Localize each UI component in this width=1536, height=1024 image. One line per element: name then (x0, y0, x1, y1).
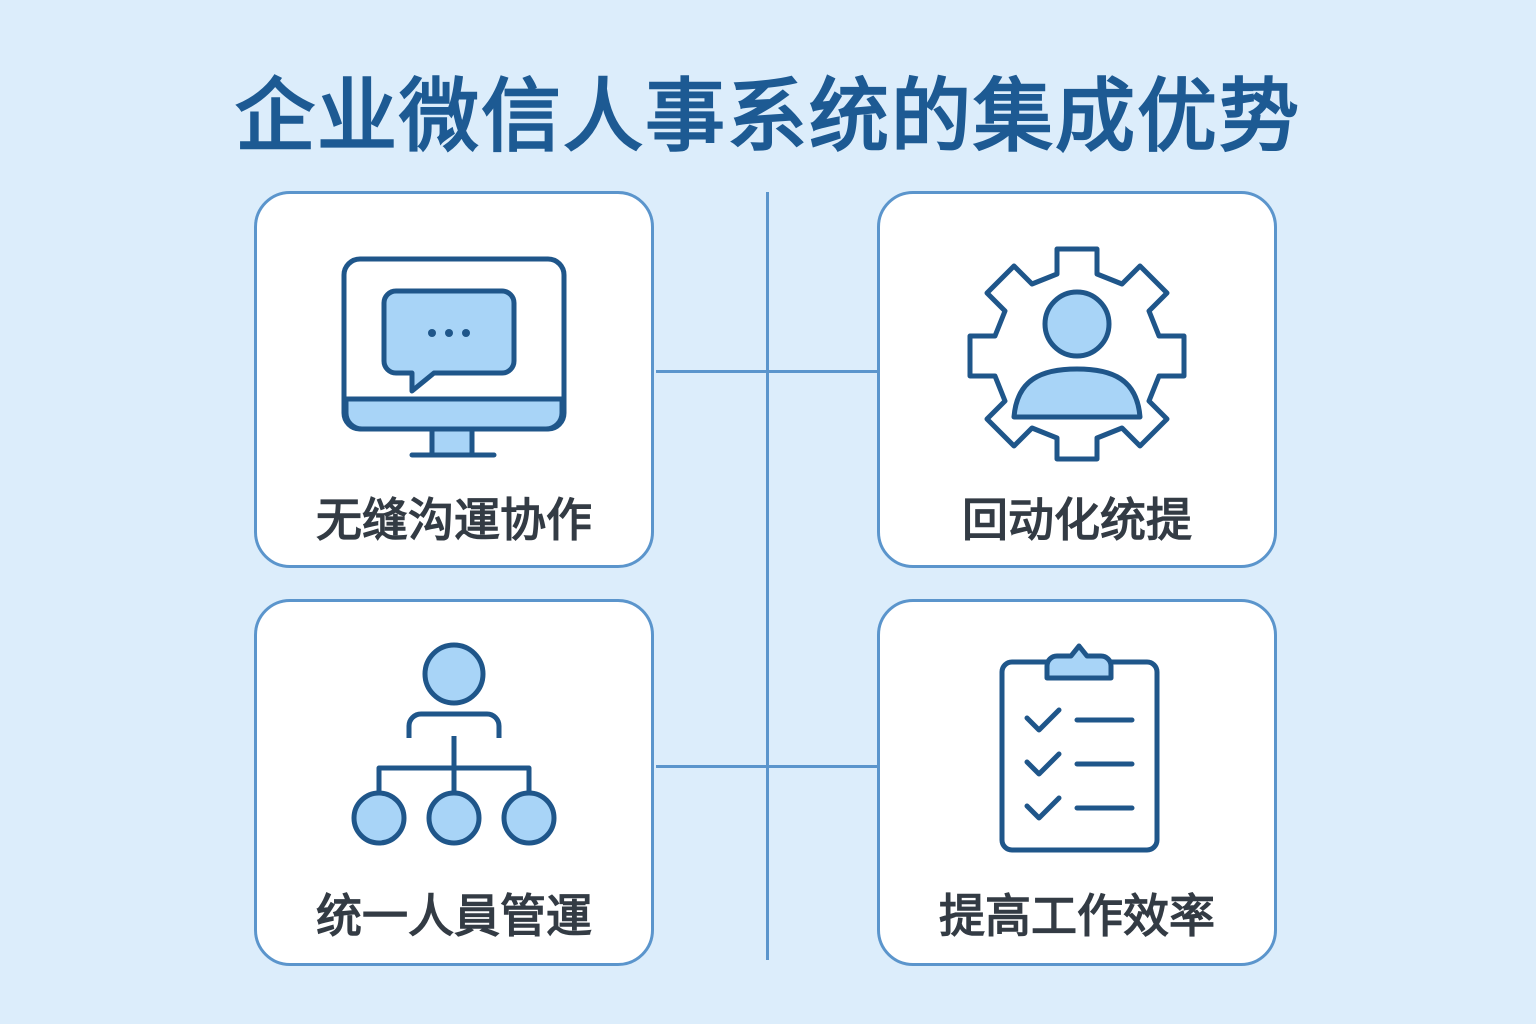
card-personnel: 统一人員管運 (254, 599, 654, 966)
card-label: 提高工作效率 (939, 889, 1215, 943)
card-automation: 回动化统提 (877, 191, 1277, 568)
clipboard-checklist-icon (999, 643, 1160, 853)
page-title: 企业微信人事系统的集成优势 (235, 70, 1301, 163)
card-efficiency: 提高工作效率 (877, 599, 1277, 966)
gear-person-icon (967, 246, 1187, 462)
vertical-divider (766, 192, 769, 960)
card-label: 无缝沟運协作 (316, 493, 592, 547)
card-label: 回动化统提 (962, 493, 1192, 547)
connector-bottom (656, 765, 878, 768)
card-communication: 无缝沟運协作 (254, 191, 654, 568)
org-chart-icon (351, 642, 557, 846)
connector-top (656, 370, 878, 373)
monitor-chat-icon (341, 256, 567, 458)
card-label: 统一人員管運 (316, 889, 592, 943)
